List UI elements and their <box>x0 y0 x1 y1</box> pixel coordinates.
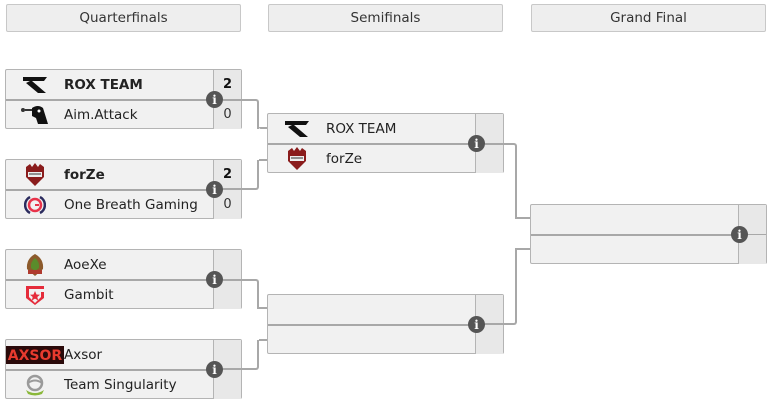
team-name: One Breath Gaming <box>64 196 198 213</box>
match-team-row[interactable]: Gambit <box>6 280 241 309</box>
match-info-icon[interactable]: i <box>731 226 748 243</box>
match-semifinal-1[interactable]: ROX TEAM forZe <box>267 113 504 173</box>
match-team-row[interactable]: One Breath Gaming 0 <box>6 190 241 219</box>
team-name: Aim.Attack <box>64 106 138 123</box>
team-logo-empty <box>268 325 326 354</box>
team-name: Team Singularity <box>64 376 177 393</box>
match-team-row[interactable] <box>268 325 503 354</box>
match-team-row[interactable] <box>531 235 766 264</box>
team-name: ROX TEAM <box>326 120 397 137</box>
bracket-connector <box>485 248 517 325</box>
match-info-icon[interactable]: i <box>206 361 223 378</box>
bracket-connector <box>259 127 268 129</box>
bracket-connector <box>223 160 259 190</box>
match-info-icon[interactable]: i <box>206 181 223 198</box>
forze-logo <box>268 144 326 173</box>
match-info-icon[interactable]: i <box>468 316 485 333</box>
bracket-connector <box>515 217 531 219</box>
match-info-icon[interactable]: i <box>206 91 223 108</box>
bracket-connector <box>259 339 268 341</box>
round-header-grand-final: Grand Final <box>531 4 766 32</box>
bracket-connector <box>223 99 259 129</box>
match-grand-final[interactable] <box>530 204 767 264</box>
match-team-row[interactable]: AXSOR Axsor <box>6 340 241 371</box>
svg-text:AXSOR: AXSOR <box>8 348 63 364</box>
team-score: 0 <box>213 100 241 129</box>
match-team-row[interactable]: Aim.Attack 0 <box>6 100 241 129</box>
round-header-quarterfinals: Quarterfinals <box>6 4 241 32</box>
team-logo-empty <box>268 295 326 324</box>
match-quarterfinal-1[interactable]: ROX TEAM 2 Aim.Attack 0 <box>5 69 242 129</box>
team-name: Axsor <box>64 346 103 363</box>
team-name: Gambit <box>64 286 114 303</box>
bracket-connector <box>223 340 259 370</box>
team-singularity-logo <box>6 370 64 399</box>
team-logo-empty <box>531 235 589 264</box>
match-team-row[interactable]: forZe <box>268 144 503 173</box>
bracket-connector <box>259 159 268 161</box>
match-info-icon[interactable]: i <box>468 135 485 152</box>
bracket-connector <box>223 279 259 309</box>
forze-logo <box>6 160 64 189</box>
match-quarterfinal-4[interactable]: AXSOR Axsor Team Singularity <box>5 339 242 399</box>
rox-team-logo <box>6 70 64 99</box>
match-info-icon[interactable]: i <box>206 271 223 288</box>
axsor-logo: AXSOR <box>6 340 64 369</box>
round-header-semifinals: Semifinals <box>268 4 503 32</box>
aoexe-logo <box>6 250 64 279</box>
bracket-connector <box>485 143 517 219</box>
gambit-logo <box>6 280 64 309</box>
bracket-connector <box>515 248 531 250</box>
team-name: forZe <box>64 166 105 183</box>
bracket-connector <box>259 307 268 309</box>
aim-attack-logo <box>6 100 64 129</box>
team-logo-empty <box>531 205 589 234</box>
match-quarterfinal-2[interactable]: forZe 2 One Breath Gaming 0 <box>5 159 242 219</box>
match-team-row[interactable]: Team Singularity <box>6 370 241 399</box>
team-name: forZe <box>326 150 363 167</box>
one-breath-gaming-logo <box>6 190 64 219</box>
rox-team-logo <box>268 114 326 143</box>
match-quarterfinal-3[interactable]: AoeXe Gambit <box>5 249 242 309</box>
team-name: AoeXe <box>64 256 107 273</box>
team-name: ROX TEAM <box>64 76 143 93</box>
